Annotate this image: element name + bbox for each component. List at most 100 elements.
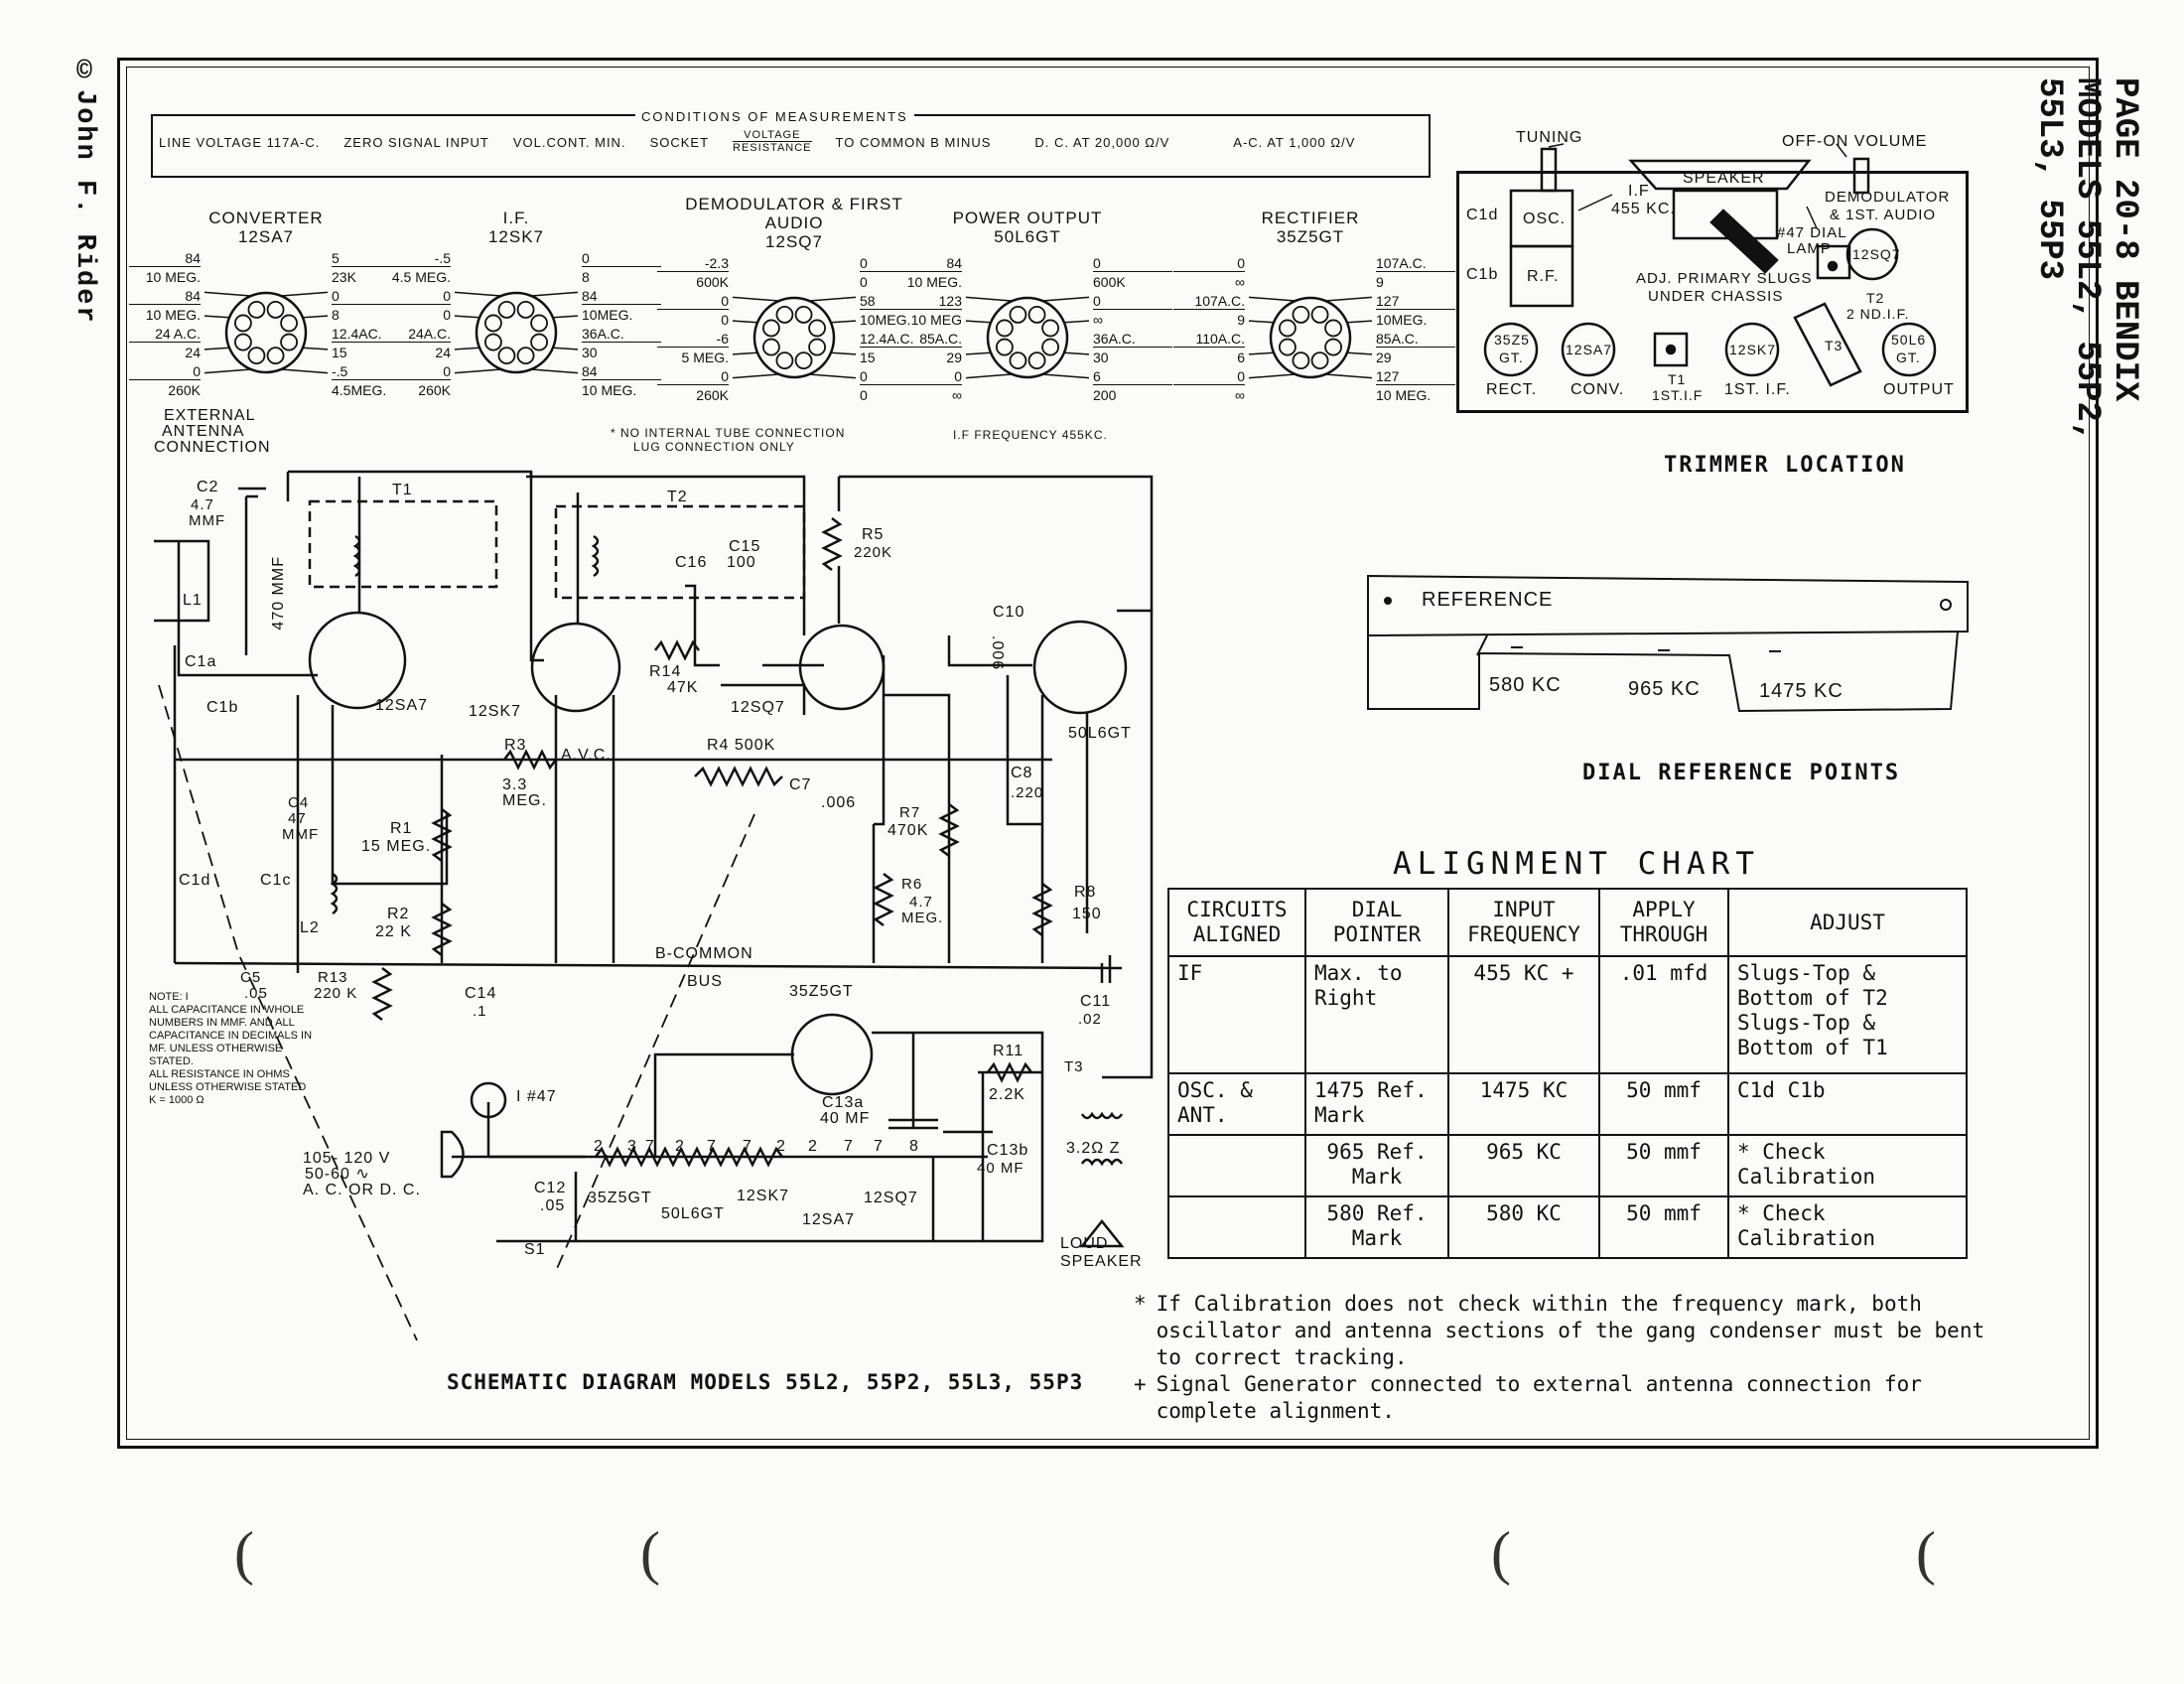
table-row: OSC. & ANT. 1475 Ref. Mark 1475 KC 50 mm…	[1167, 1072, 1968, 1136]
pin-value: 123	[890, 294, 962, 310]
pin-value: 10 MEG.	[1376, 387, 1432, 403]
condition-item: RESISTANCE	[733, 142, 812, 154]
trimmer-label: 1ST. I.F.	[1724, 381, 1791, 398]
note-line: NUMBERS IN MMF. AND ALL	[149, 1017, 295, 1029]
resistor-r5	[821, 517, 843, 571]
tube-12sk7-circle	[1724, 322, 1780, 377]
schematic-label: 220K	[854, 544, 893, 561]
tube-type: 12SA7	[237, 227, 295, 246]
table-cell: Max. to Right	[1304, 955, 1449, 1074]
schematic-label: R11	[993, 1043, 1024, 1059]
pin-value: 15	[332, 345, 347, 360]
pin-value: 5	[332, 251, 411, 267]
schematic-label: C1a	[185, 653, 217, 670]
schematic-label: R5	[862, 526, 885, 543]
trimmer-label: 12SA7	[1566, 342, 1613, 357]
schematic-label: R7	[899, 804, 921, 821]
socket-pin	[516, 301, 535, 319]
trimmer-label: #47 DIAL	[1777, 224, 1847, 241]
table-cell: * Check Calibration	[1727, 1195, 1968, 1259]
schematic-label: 220 K	[314, 985, 358, 1002]
trimmer-label: I.F	[1628, 183, 1650, 200]
page-header-line: MODELS 55L2, 55P2,	[2068, 77, 2106, 443]
trimmer-label: 50L6	[1891, 332, 1927, 348]
pin-value: 84	[129, 289, 201, 305]
pin-lead	[531, 368, 579, 374]
dial-mark: 580 KC	[1489, 674, 1562, 696]
pin-value: 0	[129, 364, 201, 380]
table-cell: C1d C1b	[1727, 1072, 1968, 1136]
schematic-label: 4.7	[909, 894, 933, 911]
pin-value: ∞	[1235, 274, 1245, 290]
pin-lead	[965, 296, 1013, 302]
tube-socket-outline	[475, 291, 558, 374]
socket-pin	[1041, 319, 1059, 338]
note-item: + Signal Generator connected to external…	[1134, 1371, 1987, 1425]
pin-value: 4.5MEG.	[332, 382, 387, 398]
socket-pin	[808, 338, 826, 356]
schematic-label: 4.7	[191, 496, 214, 513]
pin-value: 36A.C.	[1093, 332, 1172, 348]
schematic-label: 50L6GT	[1068, 725, 1132, 742]
condition-item: TO COMMON B MINUS	[835, 135, 992, 150]
schematic-label: R3	[504, 737, 527, 754]
pin-lead	[454, 347, 480, 351]
heater-pin-number: 7	[645, 1138, 655, 1155]
schematic-label: C10	[993, 604, 1025, 621]
t1-trimmer	[1653, 332, 1689, 367]
schematic-label: MEG.	[502, 792, 547, 809]
schematic-label: 470 MMF	[270, 556, 287, 631]
pin-value: 8	[332, 307, 340, 323]
trimmer-label: DEMODULATOR	[1825, 189, 1951, 206]
schematic-label: R4 500K	[707, 737, 776, 754]
schematic-label: 470K	[887, 822, 929, 839]
condition-item: VOL.CONT. MIN.	[512, 135, 626, 150]
socket-pin	[996, 319, 1014, 338]
column-header: INPUT FREQUENCY	[1447, 888, 1600, 957]
tube-35z5-symbol	[790, 1013, 874, 1096]
schematic-label: R8	[1074, 884, 1097, 901]
tube-function: DEMODULATOR & FIRST AUDIO	[685, 195, 903, 232]
pin-lead	[204, 315, 230, 319]
pin-lead	[204, 368, 251, 374]
pin-value: 0	[721, 312, 729, 328]
schematic-label: C5	[240, 969, 262, 986]
tube-function: I.F.	[502, 209, 530, 227]
socket-pin	[794, 351, 813, 369]
schematic-label: ANTENNA	[162, 423, 245, 440]
pin-value: 0	[890, 369, 962, 385]
tube-12sa7-circle	[1561, 322, 1616, 377]
socket-pin	[247, 301, 266, 319]
pin-lead	[732, 373, 779, 379]
pin-lead	[302, 315, 329, 319]
schematic-label: R2	[387, 906, 410, 922]
tube-function: POWER OUTPUT	[952, 209, 1103, 227]
schematic-label: 12SK7	[737, 1188, 790, 1204]
heater-string	[595, 1146, 783, 1168]
socket-pin	[1310, 351, 1329, 369]
condition-item: SOCKET	[649, 135, 710, 150]
pin-lead	[1325, 296, 1373, 302]
schematic-label: 12SQ7	[731, 699, 785, 716]
pin-value: -.5	[332, 364, 411, 380]
trimmer-label: RECT.	[1486, 381, 1538, 398]
trimmer-label: OSC.	[1523, 210, 1567, 227]
socket-pin	[1041, 338, 1059, 356]
socket-pin	[775, 351, 794, 369]
pin-value: 24	[435, 345, 451, 360]
binder-mark: (	[1491, 1520, 1511, 1586]
pin-value: 29	[946, 350, 962, 365]
pin-value: 0	[860, 387, 868, 403]
pin-value: 600K	[696, 274, 729, 290]
binder-mark: (	[640, 1520, 660, 1586]
socket-pin	[794, 306, 813, 324]
socket-pin	[775, 306, 794, 324]
socket-pin	[1279, 338, 1297, 356]
resistor-r13	[371, 967, 393, 1021]
note-line: UNLESS OTHERWISE STATED	[149, 1081, 307, 1093]
trimmer-label: 12SQ7	[1852, 246, 1901, 262]
pin-value: 127	[1376, 369, 1455, 385]
